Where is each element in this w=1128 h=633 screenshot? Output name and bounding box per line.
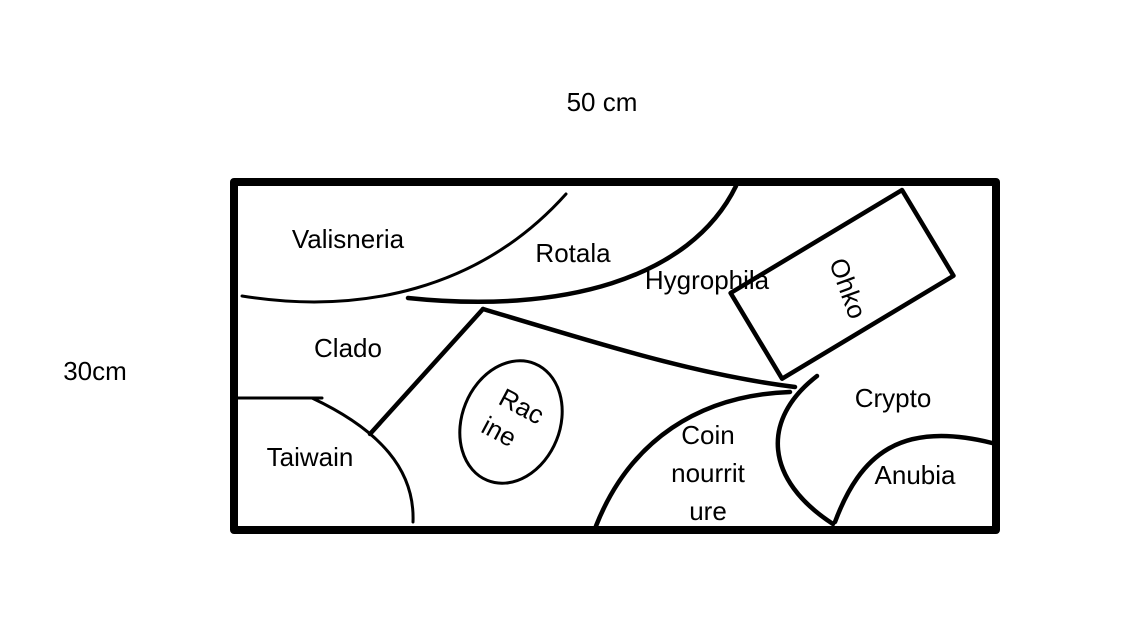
zone-label-rotala: Rotala	[535, 238, 611, 268]
taiwain-divider-curve	[310, 396, 415, 524]
anubia-divider-curve	[832, 433, 995, 525]
zone-label-crypto: Crypto	[855, 383, 932, 413]
crypto-divider-curve	[775, 373, 836, 527]
coin-nourriture-divider-curve	[593, 389, 793, 529]
height-dimension-label: 30cm	[63, 356, 127, 386]
clado-diagonal-divider	[367, 306, 486, 437]
rotala-divider-curve	[405, 183, 739, 305]
width-dimension-label: 50 cm	[567, 87, 638, 117]
racine-root-decor: Rac ine	[458, 359, 564, 485]
zone-label-valisneria: Valisneria	[292, 224, 405, 254]
zone-label-anubia: Anubia	[875, 460, 956, 490]
zone-label-hygrophila: Hygrophila	[645, 265, 770, 295]
valisneria-divider-curve	[240, 192, 568, 304]
hygrophila-bottom-divider	[480, 306, 798, 390]
zone-label-taiwain: Taiwain	[267, 442, 354, 472]
zone-label-coin-line1: Coin	[681, 420, 734, 450]
tank-outline	[230, 178, 1000, 534]
zone-label-clado: Clado	[314, 333, 382, 363]
zone-label-coin-line2: nourrit	[671, 458, 745, 488]
ohko-label: Ohko	[823, 254, 872, 323]
zone-label-coin-line3: ure	[689, 496, 727, 526]
